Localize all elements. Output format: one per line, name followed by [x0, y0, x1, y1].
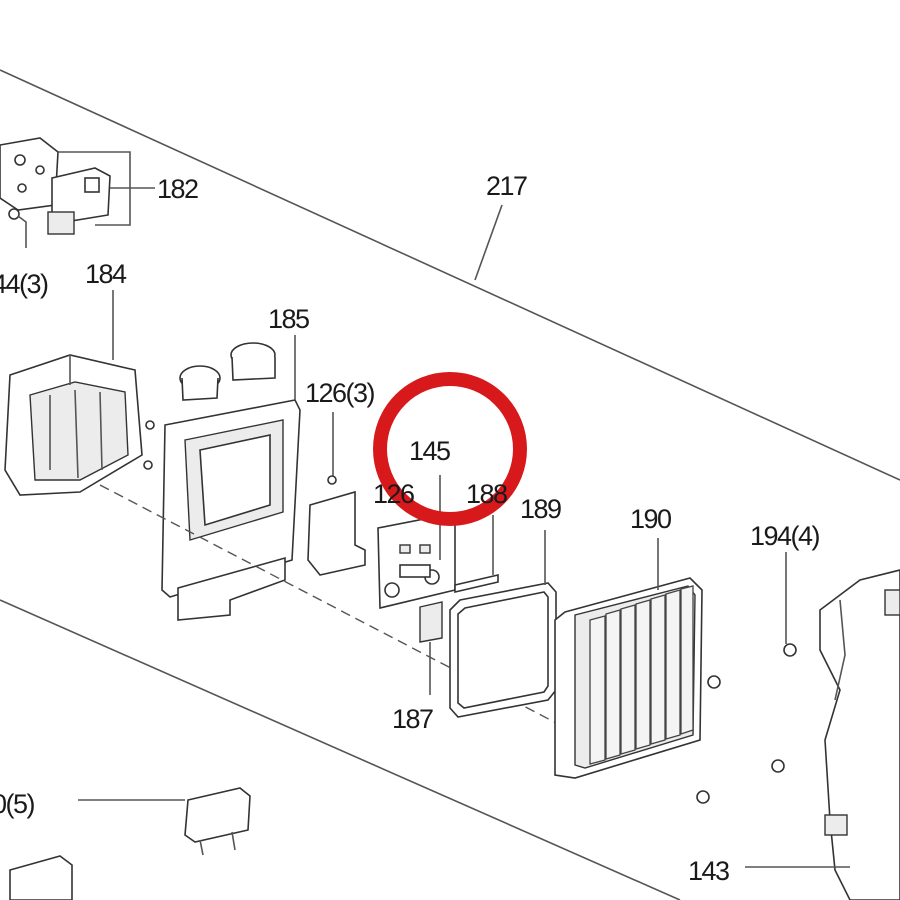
panel-outline-lower: [0, 599, 681, 900]
label-187: 187: [392, 704, 433, 734]
part-182-bracket: [47, 167, 111, 235]
label-left-5: 0(5): [0, 789, 35, 819]
part-185-frame: [161, 342, 301, 621]
label-184: 184: [85, 259, 127, 289]
screws-194: [696, 643, 797, 804]
screw-126: [327, 475, 337, 485]
highlight-circle: [373, 372, 527, 526]
label-182: 182: [157, 174, 198, 204]
leader-217: [474, 204, 503, 281]
part-145-pcb: [377, 512, 456, 610]
label-189: 189: [520, 494, 561, 524]
part-126-bracket: [307, 490, 366, 576]
label-188: 188: [466, 479, 507, 509]
label-126-3: 126(3): [305, 378, 375, 408]
label-190: 190: [630, 504, 671, 534]
label-194-4: 194(4): [750, 521, 820, 551]
part-188-strip: [454, 573, 499, 594]
part-190-heatsink: [554, 577, 703, 779]
panel-outline-upper: [0, 69, 900, 481]
bottom-left-block: [9, 855, 73, 900]
part-184-housing: [4, 354, 143, 496]
part-143-housing: [819, 569, 900, 900]
screws-184: [143, 420, 155, 470]
top-left-plate: [0, 137, 59, 211]
part-left5-connector: [184, 787, 251, 856]
label-185: 185: [268, 304, 309, 334]
label-left-3: 44(3): [0, 269, 48, 299]
small-screw-left: [8, 208, 27, 248]
bracket-182-leaders: [58, 151, 155, 226]
label-145: 145: [409, 436, 450, 466]
label-126: 126: [373, 479, 414, 509]
part-187-pad: [419, 601, 443, 643]
label-217: 217: [486, 171, 527, 201]
part-189-gasket: [449, 582, 557, 718]
label-143: 143: [688, 856, 729, 886]
